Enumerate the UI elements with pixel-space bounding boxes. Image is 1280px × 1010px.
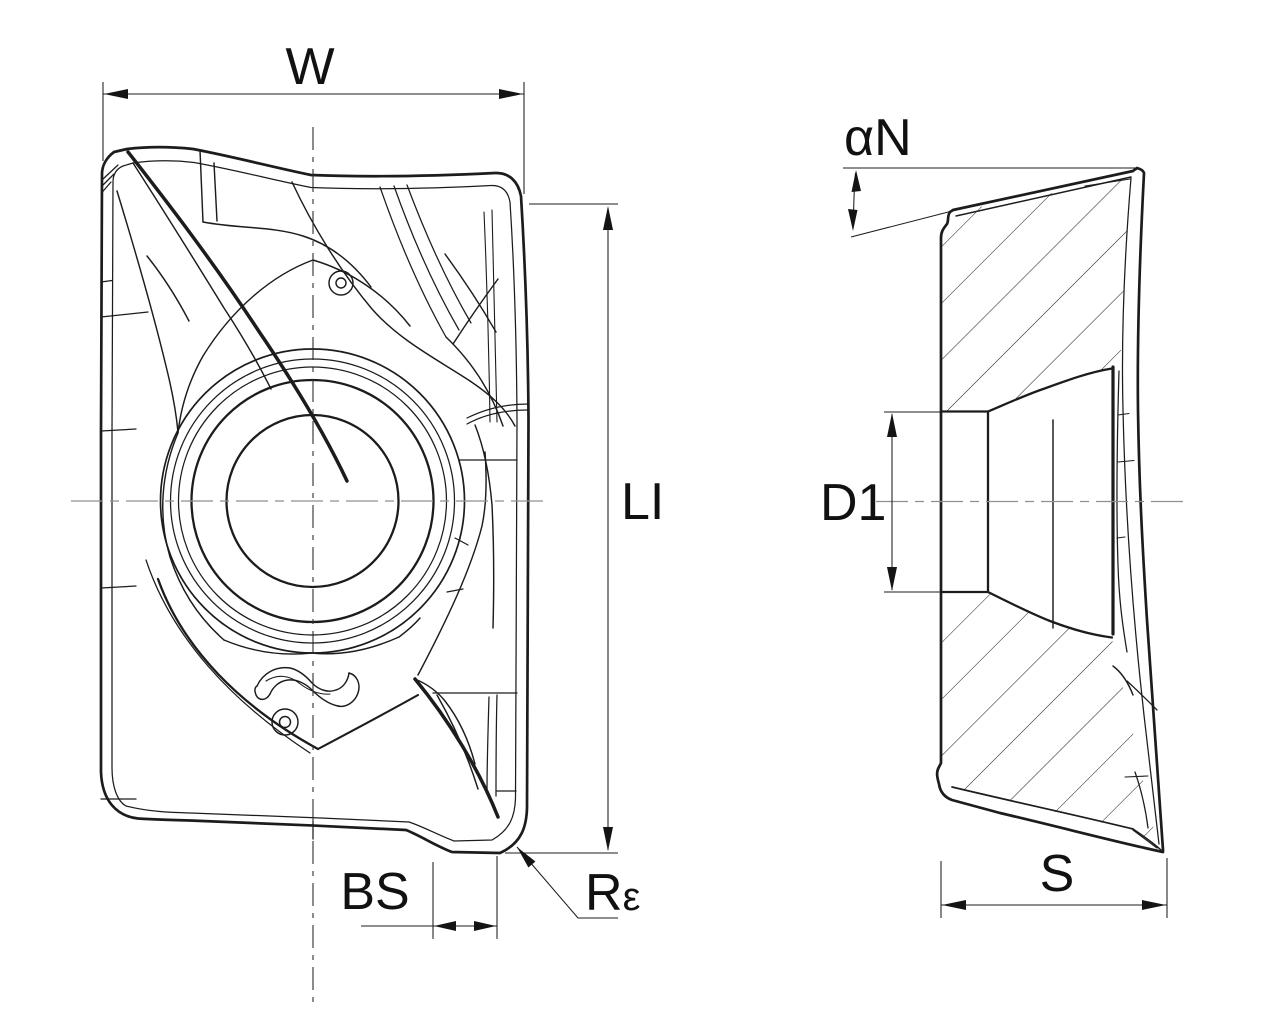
r-leader-line bbox=[516, 846, 618, 919]
plan-s-slot bbox=[254, 666, 360, 708]
side-topface-tip-line bbox=[1084, 178, 1131, 187]
side-bottom-band bbox=[951, 786, 1163, 852]
w-arrow-right bbox=[499, 89, 523, 99]
dimension-s: S bbox=[940, 845, 1168, 918]
s-label: S bbox=[1040, 845, 1075, 903]
w-label: W bbox=[285, 38, 334, 96]
dimension-alpha-n: αN bbox=[843, 109, 1140, 238]
d1-arrow-top bbox=[887, 413, 897, 437]
s-extension-lines bbox=[940, 858, 1168, 918]
side-right-edge-details bbox=[1112, 177, 1160, 849]
plan-chipbreaker-curves bbox=[116, 149, 529, 819]
dimension-bs: BS bbox=[340, 856, 498, 939]
plan-dimple-bottom bbox=[271, 708, 299, 736]
side-hatch-lower bbox=[941, 592, 1160, 848]
dimension-li: LI bbox=[505, 203, 664, 854]
plan-dimple-top bbox=[328, 270, 354, 296]
dimension-r-corner: Rε bbox=[516, 846, 641, 922]
centerlines bbox=[71, 127, 1190, 1006]
r-label: Rε bbox=[585, 864, 641, 922]
dimension-d1: D1 bbox=[820, 411, 947, 593]
li-arrow-bottom bbox=[603, 827, 613, 851]
alphan-angle-line bbox=[850, 208, 959, 238]
bs-label: BS bbox=[340, 863, 409, 921]
li-extension-lines bbox=[505, 203, 618, 854]
alphan-arrow-down bbox=[848, 209, 858, 231]
plan-view bbox=[99, 145, 531, 855]
d1-arrow-bottom bbox=[887, 567, 897, 591]
side-hatch-upper bbox=[941, 178, 1131, 411]
li-label: LI bbox=[621, 473, 664, 531]
alphan-label: αN bbox=[844, 109, 912, 167]
d1-extension-lines bbox=[884, 411, 947, 593]
s-arrow-right bbox=[1142, 900, 1166, 910]
plan-outer-outline bbox=[99, 145, 531, 855]
plan-inner-outline bbox=[111, 160, 518, 842]
d1-label: D1 bbox=[820, 474, 886, 532]
li-arrow-top bbox=[603, 206, 613, 230]
side-view bbox=[935, 166, 1165, 854]
side-outer-outline bbox=[935, 166, 1165, 854]
bs-arrow-left bbox=[434, 921, 456, 931]
w-extension-lines bbox=[102, 82, 525, 194]
alphan-arrow-up bbox=[851, 170, 861, 192]
s-arrow-left bbox=[942, 900, 966, 910]
w-arrow-left bbox=[104, 89, 128, 99]
r-leader-arrow bbox=[517, 847, 536, 868]
bs-arrow-right bbox=[474, 921, 496, 931]
dimension-w: W bbox=[102, 38, 525, 194]
